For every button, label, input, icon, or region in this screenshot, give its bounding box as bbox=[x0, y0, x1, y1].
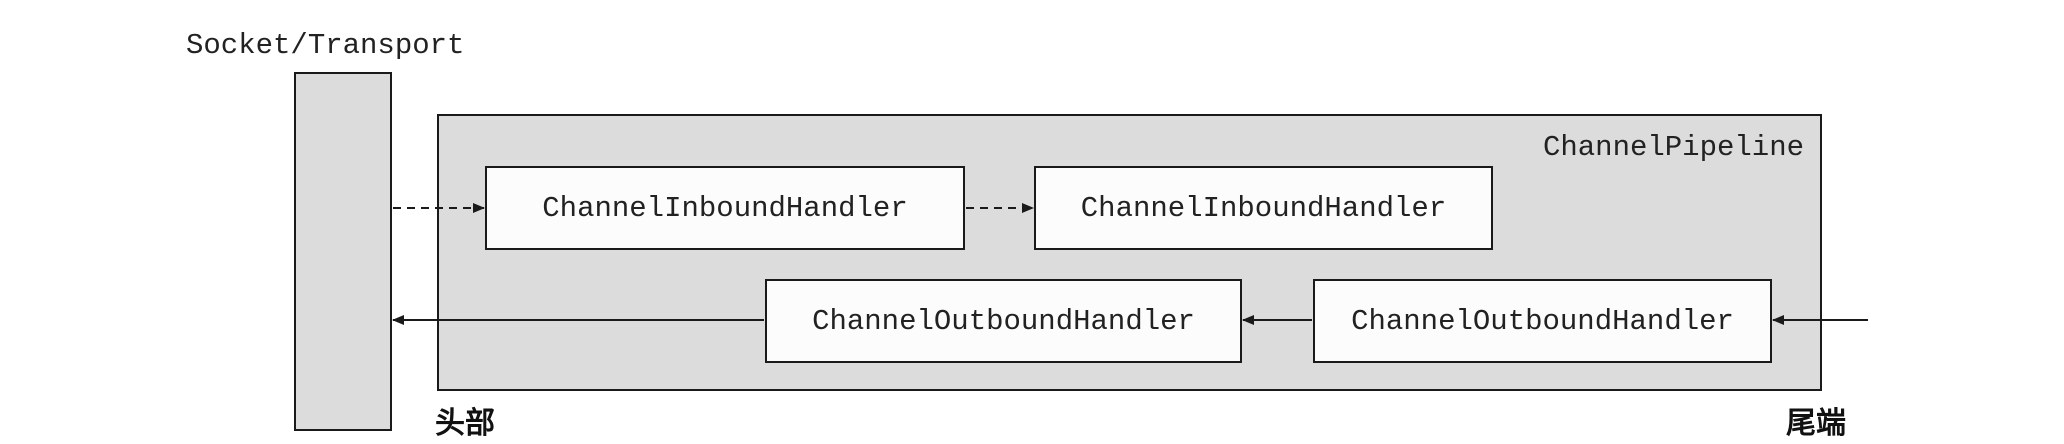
inbound-handler-1: ChannelInboundHandler bbox=[485, 166, 965, 250]
outbound-handler-1: ChannelOutboundHandler bbox=[765, 279, 1242, 363]
outbound-handler-2: ChannelOutboundHandler bbox=[1313, 279, 1772, 363]
inbound-handler-2: ChannelInboundHandler bbox=[1034, 166, 1493, 250]
pipeline-tail-label: 尾端 bbox=[1786, 406, 1846, 441]
socket-transport-label: Socket/Transport bbox=[186, 29, 465, 62]
channel-pipeline-label: ChannelPipeline bbox=[1542, 131, 1804, 164]
socket-transport-bar bbox=[294, 72, 392, 431]
pipeline-head-label: 头部 bbox=[435, 406, 495, 441]
